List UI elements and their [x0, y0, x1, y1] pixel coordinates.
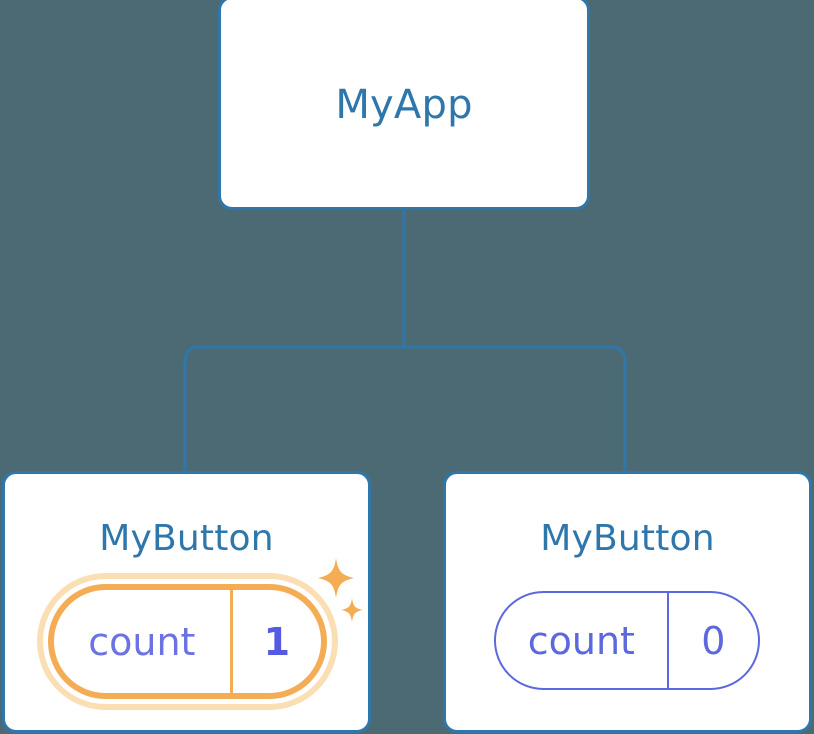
edge-root-to-child-left: [183, 345, 404, 473]
prop-badge-count-1-value: 1: [263, 619, 291, 664]
prop-badge-count-0-value: 0: [701, 618, 726, 663]
prop-badge-count-0-key: count: [527, 618, 635, 663]
node-mybutton-2-label: MyButton: [540, 518, 715, 559]
prop-badge-count-1-divider: [229, 590, 233, 693]
prop-badge-count-1-key: count: [88, 619, 196, 664]
prop-badge-count-1[interactable]: count 1: [48, 584, 327, 699]
node-myapp[interactable]: MyApp: [218, 0, 590, 210]
prop-badge-count-0[interactable]: count 0: [494, 591, 760, 690]
prop-badge-count-0-divider: [666, 593, 669, 688]
node-myapp-label: MyApp: [335, 82, 473, 128]
edge-root-to-child-right: [404, 345, 627, 473]
node-mybutton-1-label: MyButton: [99, 518, 274, 559]
